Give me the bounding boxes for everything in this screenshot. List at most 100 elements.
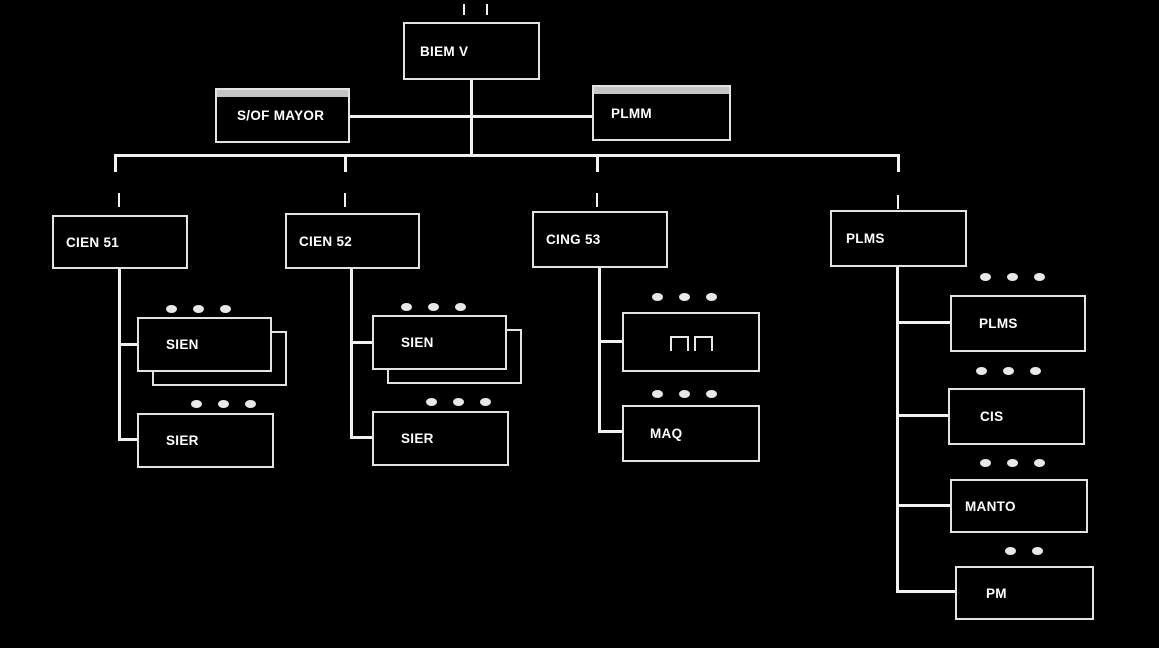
ellipsis-dots [191,400,256,408]
continuation-tick [344,193,346,207]
continuation-tick [897,195,899,209]
dot-icon [1030,367,1041,375]
connector-line [598,340,623,343]
node-plms-child: PLMS [950,295,1086,352]
dot-icon [1032,547,1043,555]
connector-line [896,504,951,507]
node-label: CIEN 51 [66,234,120,250]
header-bar [217,90,348,97]
node-cis: CIS [948,388,1085,445]
connector-line [470,80,473,156]
connector-line [350,341,373,344]
node-label: CING 53 [546,232,601,247]
ellipsis-dots [652,390,717,398]
dot-icon [220,305,231,313]
ellipsis-dots [1005,547,1043,555]
node-label: SIER [401,431,434,446]
continuation-tick [596,193,598,207]
dot-icon [401,303,412,311]
dot-icon [1003,367,1014,375]
connector-line [118,343,138,346]
ellipsis-dots [652,293,717,301]
connector-line [598,430,623,433]
node-unnamed-unit [622,312,760,372]
node-label: PM [986,585,1007,601]
node-cing-53: CING 53 [532,211,668,268]
connector-line [897,154,900,172]
dot-icon [191,400,202,408]
dot-icon [166,305,177,313]
node-sof-mayor: S/OF MAYOR [215,88,350,143]
connector-line [896,321,951,324]
connector-line [118,269,121,441]
node-sien-2: SIEN [372,315,507,370]
connector-line [598,268,601,433]
dot-icon [453,398,464,406]
dot-icon [706,390,717,398]
node-maq: MAQ [622,405,760,462]
ellipsis-dots [166,305,231,313]
node-label: S/OF MAYOR [237,108,325,123]
dot-icon [193,305,204,313]
continuation-tick [118,193,120,207]
node-cien-52: CIEN 52 [285,213,420,269]
node-manto: MANTO [950,479,1088,533]
connector-line [350,115,592,118]
node-plms-branch: PLMS [830,210,967,267]
staple-shape [694,336,713,351]
staple-shape [670,336,689,351]
dot-icon [245,400,256,408]
dot-icon [455,303,466,311]
node-pm: PM [955,566,1094,620]
node-label: MANTO [965,498,1016,514]
continuation-tick [486,4,488,15]
connector-line [114,154,900,157]
connector-line [114,154,117,172]
dot-icon [980,459,991,467]
node-plmm: PLMM [592,85,731,141]
node-label: PLMS [846,231,885,246]
dot-icon [976,367,987,375]
dot-icon [980,273,991,281]
continuation-tick [463,4,465,15]
node-sier-1: SIER [137,413,274,468]
node-label: CIS [980,409,1004,424]
node-biem-v: BIEM V [403,22,540,80]
node-cien-51: CIEN 51 [52,215,188,269]
node-label: SIEN [401,335,434,350]
dot-icon [1007,273,1018,281]
dot-icon [426,398,437,406]
dot-icon [1034,273,1045,281]
node-label: PLMS [979,316,1018,331]
ellipsis-dots [980,273,1045,281]
dot-icon [1034,459,1045,467]
dot-icon [679,390,690,398]
dot-icon [652,293,663,301]
node-label: BIEM V [420,43,469,59]
connector-line [344,154,347,172]
header-bar [594,87,729,94]
connector-line [596,154,599,172]
dot-icon [1007,459,1018,467]
dot-icon [652,390,663,398]
dot-icon [480,398,491,406]
node-label: CIEN 52 [299,233,353,249]
node-sier-2: SIER [372,411,509,466]
connector-line [118,438,138,441]
ellipsis-dots [976,367,1041,375]
connector-line [896,267,899,593]
dot-icon [706,293,717,301]
ellipsis-dots [980,459,1045,467]
connector-line [896,414,949,417]
ellipsis-dots [401,303,466,311]
node-sien-1: SIEN [137,317,272,372]
node-label: MAQ [650,426,683,441]
dot-icon [428,303,439,311]
connector-line [896,590,956,593]
connector-line [350,269,353,438]
connector-line [350,436,373,439]
dot-icon [679,293,690,301]
dot-icon [218,400,229,408]
double-staple-icon [670,336,713,351]
